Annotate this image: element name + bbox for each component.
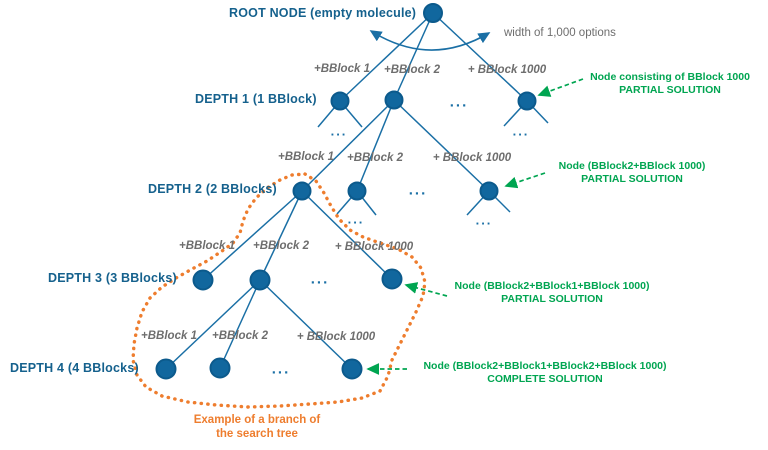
- ellipsis-subtree-2: ...: [512, 123, 530, 139]
- annotation-arrows: [366, 78, 584, 375]
- annotation-depth2-line2: PARTIAL SOLUTION: [581, 173, 683, 185]
- annotation-depth2-line1: Node (BBlock2+BBlock 1000): [558, 160, 706, 172]
- depth1-node-2: [384, 90, 404, 110]
- depth1-node-1000: [517, 91, 537, 111]
- depth3-label: DEPTH 3 (3 BBlocks): [48, 271, 177, 285]
- annotation-depth4-line2: COMPLETE SOLUTION: [487, 373, 603, 385]
- depth3-node-1000: [381, 268, 403, 290]
- edge-label-r1-bblock1: +BBlock 1: [314, 63, 370, 75]
- width-arc-arrow: [369, 30, 491, 51]
- edge-label-r4-bblock1000: + BBlock 1000: [296, 331, 376, 343]
- annotation-depth1-line2: PARTIAL SOLUTION: [619, 84, 721, 96]
- annotation-depth3-line1: Node (BBlock2+BBlock1+BBlock 1000): [454, 280, 650, 292]
- edge-label-r1-bblock2: +BBlock 2: [384, 64, 440, 76]
- tree-nodes: [155, 3, 537, 380]
- annotation-depth2: Node (BBlock2+BBlock 1000) PARTIAL SOLUT…: [542, 160, 722, 186]
- depth4-label: DEPTH 4 (4 BBlocks): [10, 361, 139, 375]
- depth4-node-1000: [341, 358, 363, 380]
- annotation-depth4-line1: Node (BBlock2+BBlock1+BBlock2+BBlock 100…: [423, 360, 667, 372]
- annotation-arrow-1: [537, 78, 584, 97]
- annotation-depth3: Node (BBlock2+BBlock1+BBlock 1000) PARTI…: [442, 280, 662, 306]
- depth4-node-1: [155, 358, 177, 380]
- root-node-label: ROOT NODE (empty molecule): [229, 6, 417, 20]
- edge-label-r4-bblock2: +BBlock 2: [212, 330, 268, 342]
- ellipsis-subtree-4: ...: [475, 212, 493, 228]
- annotation-depth3-line2: PARTIAL SOLUTION: [501, 293, 603, 305]
- branch-caption-line2: the search tree: [216, 428, 298, 440]
- branch-caption: Example of a branch of the search tree: [187, 413, 327, 441]
- branch-outline: [131, 172, 427, 409]
- depth1-node-1: [330, 91, 350, 111]
- depth2-node-1000: [479, 181, 499, 201]
- edge-label-r2-bblock2: +BBlock 2: [347, 152, 403, 164]
- edge-label-r3-bblock1: +BBlock 1: [179, 240, 235, 252]
- depth3-node-2: [249, 269, 271, 291]
- ellipsis-depth1-row: ...: [449, 93, 469, 111]
- ellipsis-subtree-3: ...: [347, 211, 365, 227]
- width-note-label: width of 1,000 options: [504, 27, 616, 39]
- annotation-arrow-2: [504, 172, 546, 189]
- depth2-label: DEPTH 2 (2 BBlocks): [148, 182, 277, 196]
- tree-edges: [165, 12, 549, 370]
- ellipsis-depth4-row: ...: [271, 360, 291, 378]
- edge-label-r3-bblock2: +BBlock 2: [253, 240, 309, 252]
- depth1-label: DEPTH 1 (1 BBlock): [195, 92, 317, 106]
- branch-caption-line1: Example of a branch of: [193, 414, 321, 426]
- root-node: [423, 3, 443, 23]
- depth2-node-1: [292, 181, 312, 201]
- ellipsis-subtree-1: ...: [330, 123, 348, 139]
- depth2-node-2: [347, 181, 367, 201]
- edge-label-r4-bblock1: +BBlock 1: [141, 330, 197, 342]
- annotation-depth1: Node consisting of BBlock 1000 PARTIAL S…: [580, 71, 760, 97]
- annotation-arrow-3: [404, 282, 448, 297]
- ellipsis-depth3-row: ...: [310, 270, 330, 288]
- edge-label-r3-bblock1000: + BBlock 1000: [334, 241, 414, 253]
- annotation-depth4: Node (BBlock2+BBlock1+BBlock2+BBlock 100…: [410, 360, 680, 386]
- depth3-node-1: [192, 269, 214, 291]
- depth4-node-2: [209, 357, 231, 379]
- edge-label-r1-bblock1000: + BBlock 1000: [467, 64, 547, 76]
- edge-label-r2-bblock1000: + BBlock 1000: [432, 152, 512, 164]
- ellipsis-depth2-row: ...: [408, 181, 428, 199]
- edge-label-r2-bblock1: +BBlock 1: [278, 151, 334, 163]
- annotation-depth1-line1: Node consisting of BBlock 1000: [590, 71, 750, 83]
